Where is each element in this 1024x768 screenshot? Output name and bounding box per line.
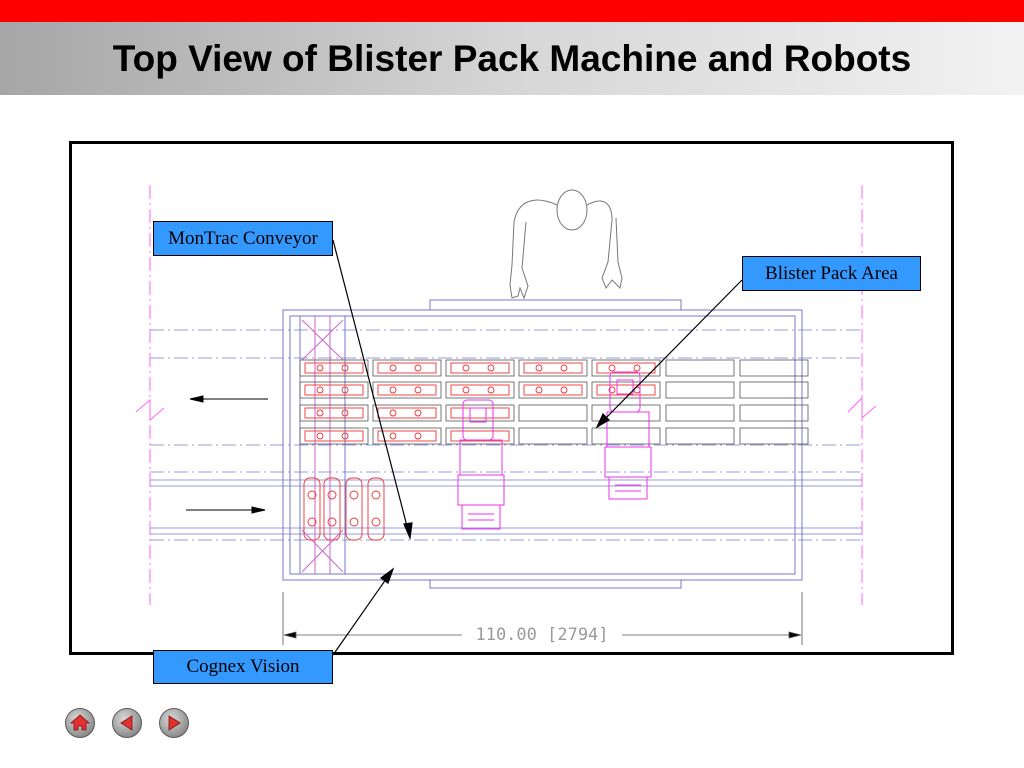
robot-right [604,371,652,500]
boundary-lines [149,185,863,605]
blister-pack-area-callout: Blister Pack Area [742,256,921,291]
flow-arrows [186,395,268,514]
machine-frame [282,299,803,589]
robot-left [457,399,505,530]
dimension-label: 110.00 [2794] [462,623,622,647]
operator-figure [509,189,623,300]
montrac-conveyor-callout: MonTrac Conveyor [153,221,333,256]
slide-title: Top View of Blister Pack Machine and Rob… [112,37,912,79]
conveyor-rails [150,329,862,541]
forward-button[interactable] [159,708,189,738]
blister-slot-grid [299,359,809,445]
callout-leaders [332,239,743,656]
left-station-guides [301,316,344,574]
home-icon [69,714,91,731]
home-button[interactable] [65,708,95,738]
blister-parts [304,362,656,442]
cognex-vision-callout: Cognex Vision [153,650,333,684]
forward-arrow-icon [168,715,181,731]
break-symbols [135,396,877,422]
back-arrow-icon [120,715,133,731]
vision-station-fixtures [303,477,385,541]
top-accent-bar [0,0,1024,22]
title-band [0,22,1024,95]
back-button[interactable] [112,708,142,738]
